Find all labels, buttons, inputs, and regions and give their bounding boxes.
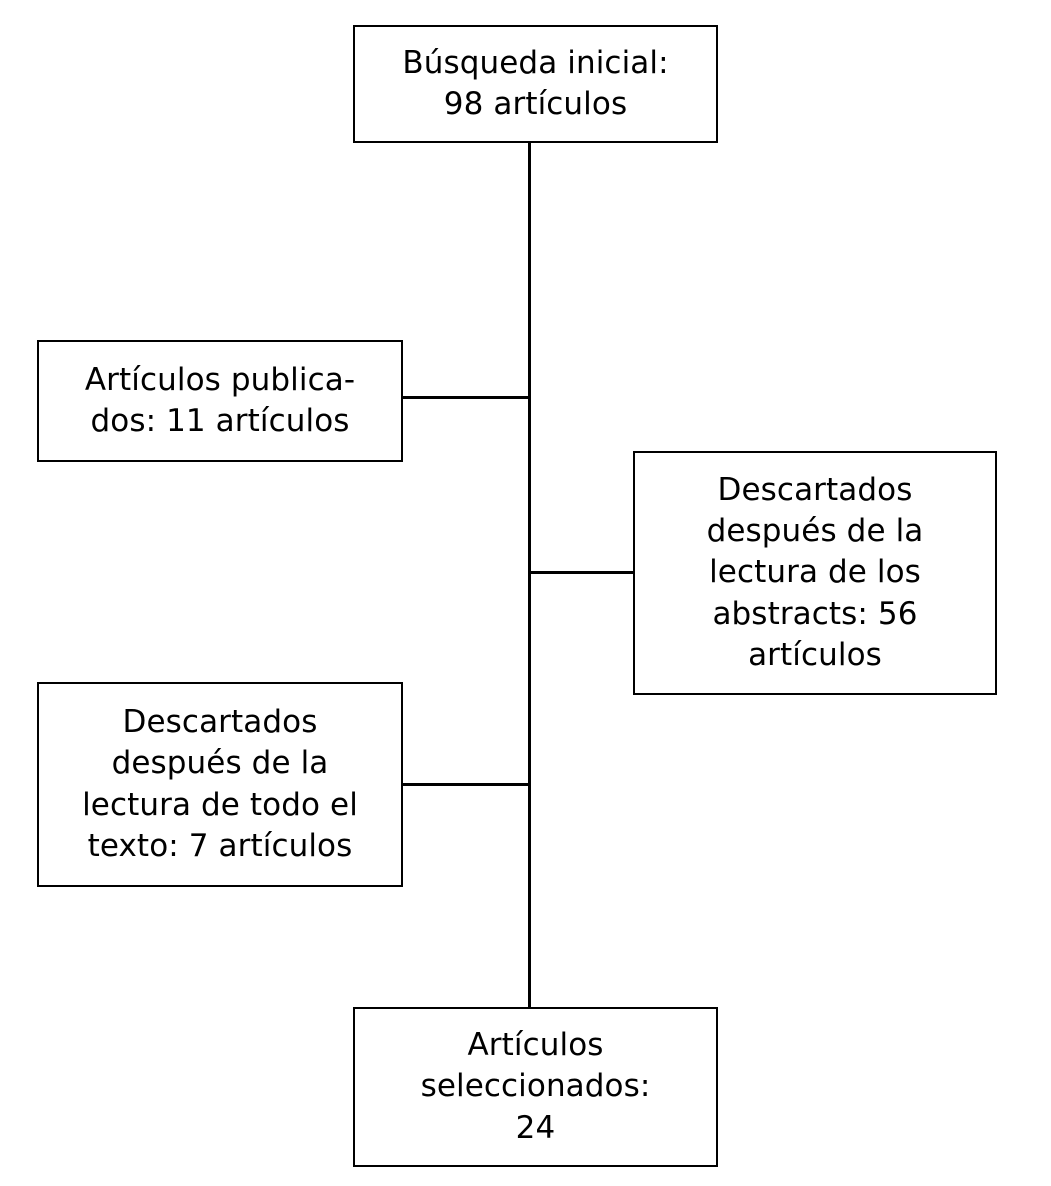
descartados-texto-box: Descartados después de la lectura de tod… [37,682,403,887]
articulos-seleccionados-box: Artículos seleccionados: 24 [353,1007,718,1167]
busqueda-inicial-label: Búsqueda inicial: 98 artículos [402,44,669,122]
articulos-seleccionados-label: Artículos seleccionados: 24 [420,1027,651,1146]
descartados-abstracts-label: Descartados después de la lectura de los… [706,471,924,673]
branch-connector-publicados [403,396,530,399]
descartados-texto-label: Descartados después de la lectura de tod… [82,704,358,864]
branch-connector-texto [403,783,530,786]
articulos-publicados-label: Artículos publica- dos: 11 artículos [84,361,356,439]
articulos-publicados-box: Artículos publica- dos: 11 artículos [37,340,403,462]
branch-connector-abstracts [528,571,633,574]
descartados-abstracts-box: Descartados después de la lectura de los… [633,451,997,695]
busqueda-inicial-box: Búsqueda inicial: 98 artículos [353,25,718,143]
main-trunk-connector [528,143,531,1007]
